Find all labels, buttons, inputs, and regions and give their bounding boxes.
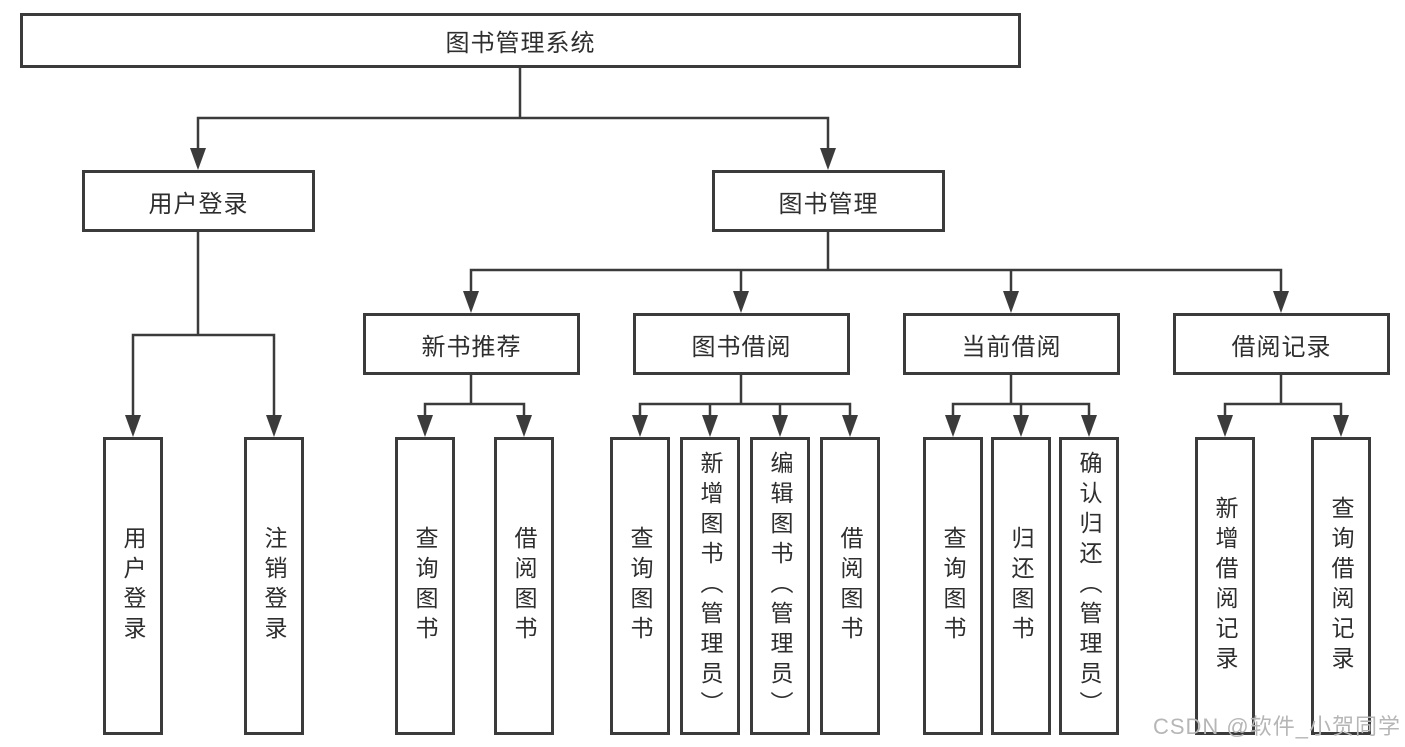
node-borrowing-records: 借阅记录 [1173, 313, 1390, 375]
leaf-nbr-borrow-books: 借阅图书 [494, 437, 554, 735]
leaf-bb-add-book-admin: 新增图书（管理员） [680, 437, 740, 735]
node-current-borrowing: 当前借阅 [903, 313, 1120, 375]
node-book-management: 图书管理 [712, 170, 945, 232]
leaf-nbr-query-books: 查询图书 [395, 437, 455, 735]
leaf-br-query-record: 查询借阅记录 [1311, 437, 1371, 735]
leaf-user-login: 用户登录 [103, 437, 163, 735]
leaf-bb-query-books: 查询图书 [610, 437, 670, 735]
arrowheads [125, 148, 1349, 437]
node-new-book-recommend: 新书推荐 [363, 313, 580, 375]
leaf-logout: 注销登录 [244, 437, 304, 735]
node-book-borrowing: 图书借阅 [633, 313, 850, 375]
leaf-bb-edit-book-admin: 编辑图书（管理员） [750, 437, 810, 735]
node-user-login: 用户登录 [82, 170, 315, 232]
leaf-cb-return-books: 归还图书 [991, 437, 1051, 735]
watermark-text: CSDN @软件_小贺同学 [1152, 714, 1401, 739]
leaf-cb-confirm-return-admin: 确认归还（管理员） [1059, 437, 1119, 735]
leaf-br-add-record: 新增借阅记录 [1195, 437, 1255, 735]
node-root-system: 图书管理系统 [20, 13, 1021, 68]
leaf-cb-query-books: 查询图书 [923, 437, 983, 735]
leaf-bb-borrow-books: 借阅图书 [820, 437, 880, 735]
